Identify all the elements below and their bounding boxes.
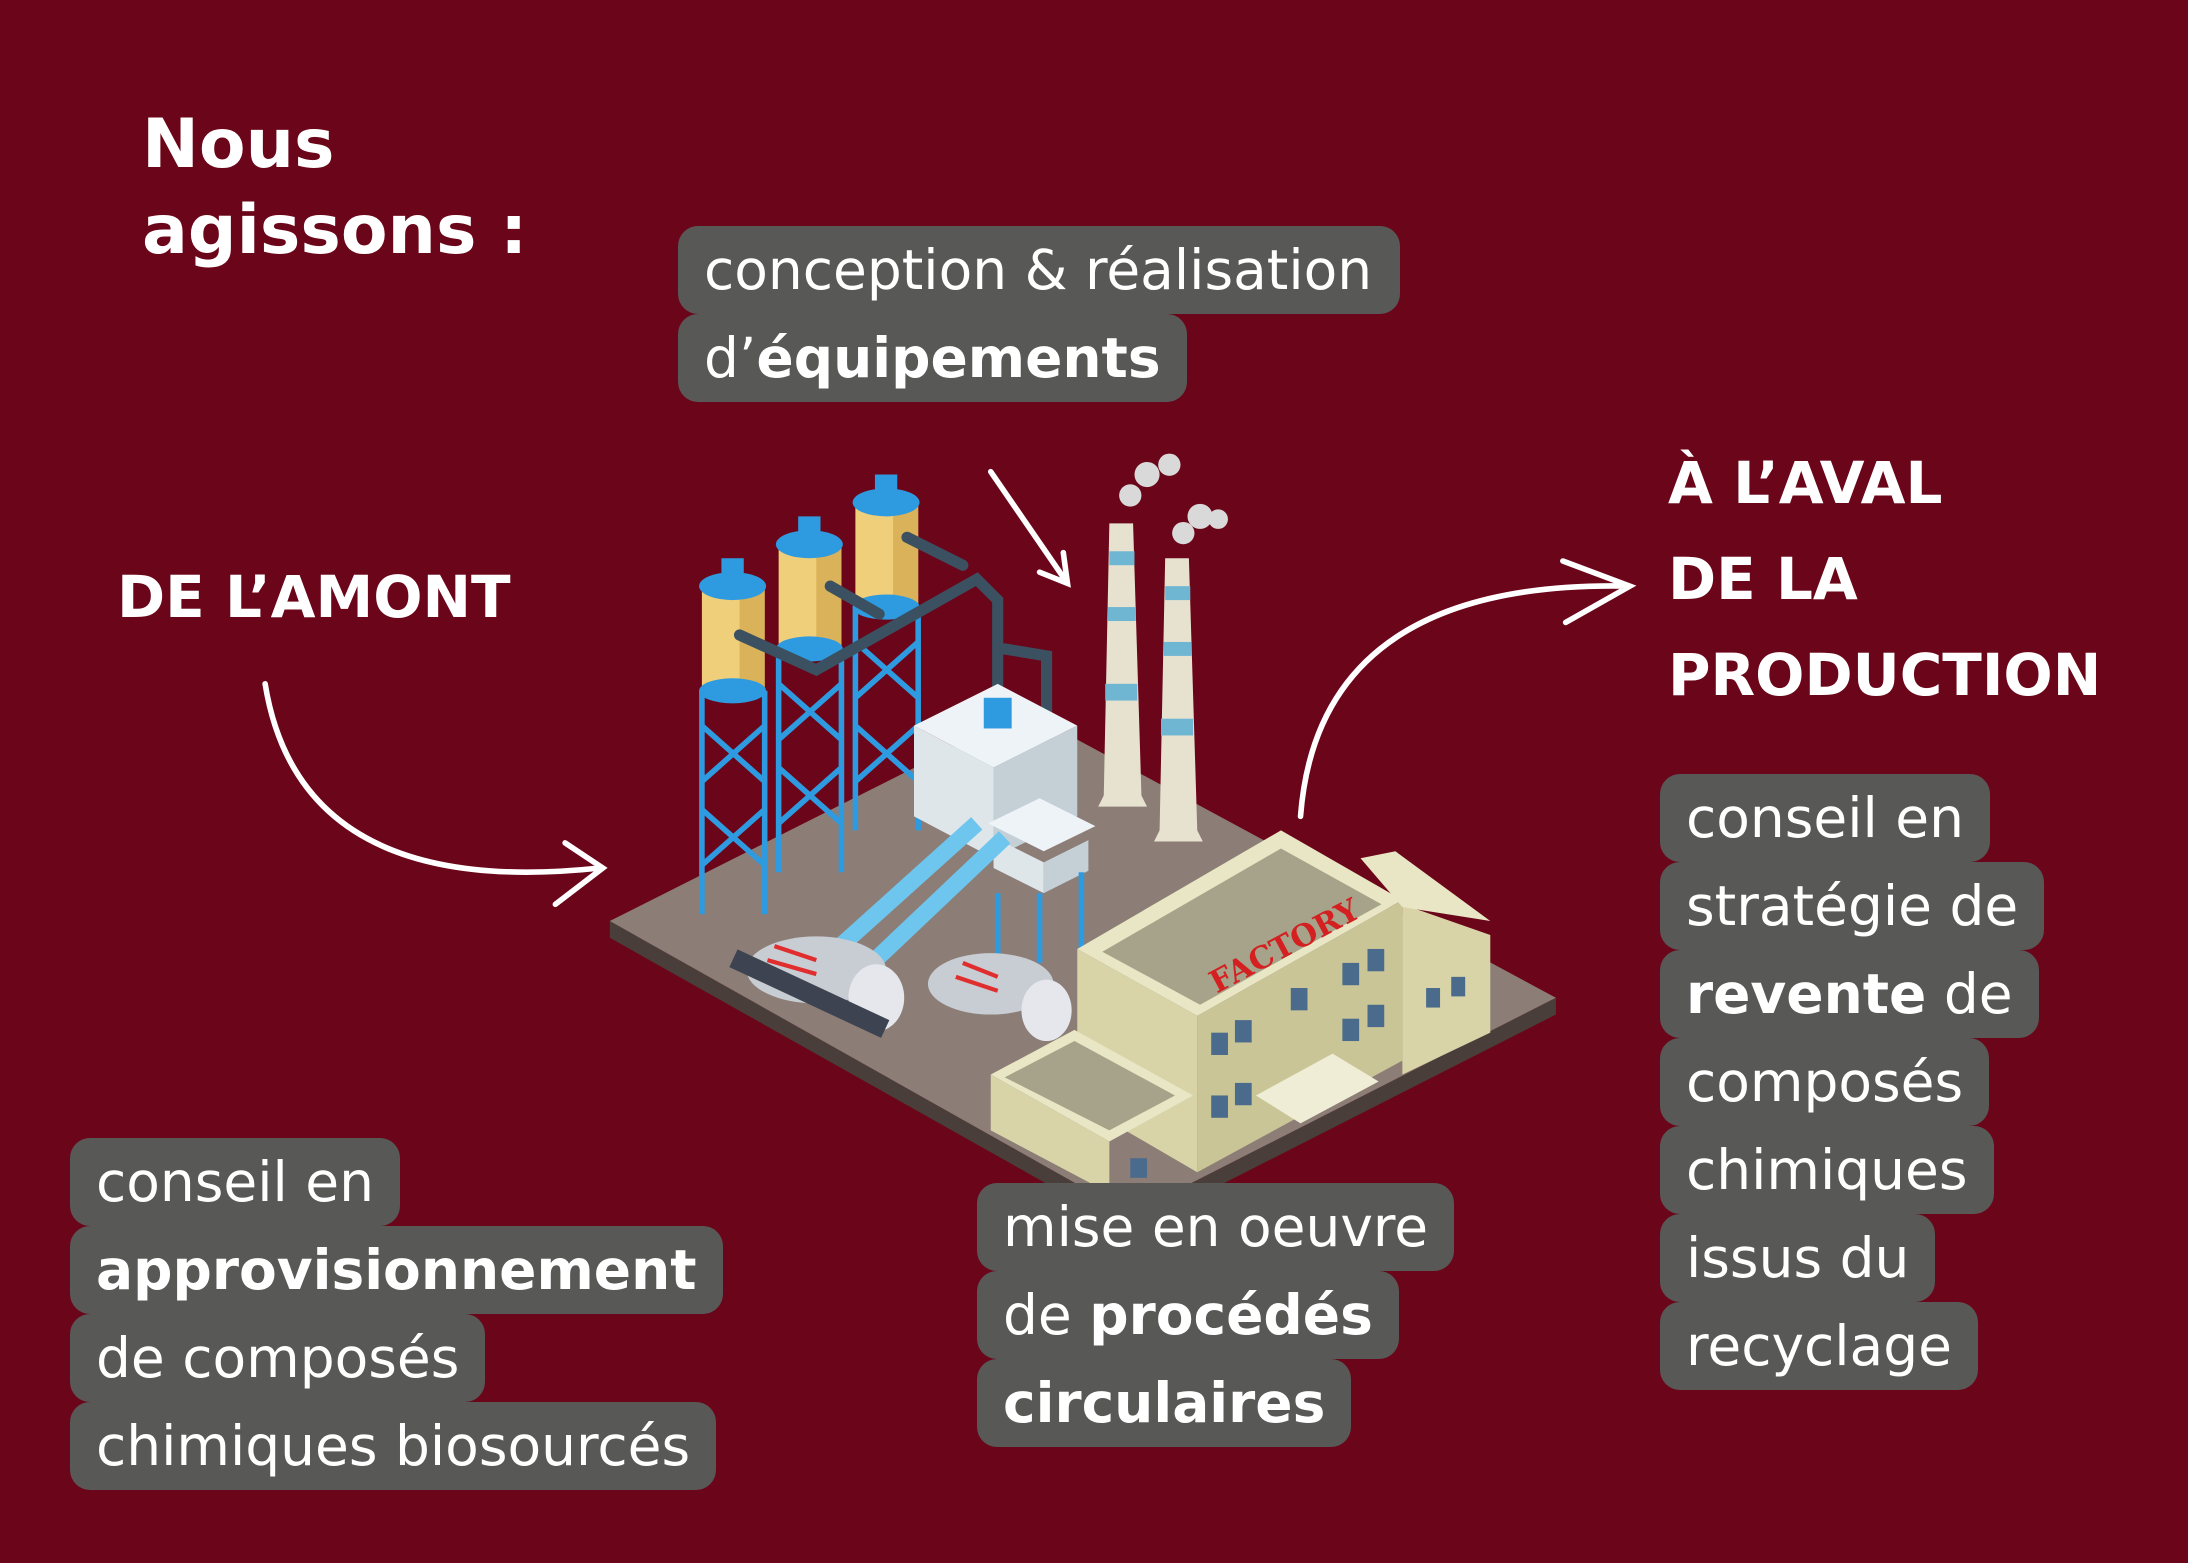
box-line: composés: [1660, 1038, 1990, 1126]
text: de: [1003, 1283, 1090, 1347]
box-line: issus du: [1660, 1214, 1936, 1302]
bold-text: revente: [1686, 962, 1927, 1026]
resale-box: conseil en stratégie de revente de compo…: [1660, 774, 2045, 1390]
heading-line: Nous: [142, 105, 335, 184]
box-line: circulaires: [977, 1359, 1352, 1447]
box-line: de procédés: [977, 1271, 1399, 1359]
box-line: chimiques biosourcés: [70, 1402, 717, 1490]
silos: [699, 474, 1053, 915]
arrow-equipment: [987, 468, 1071, 588]
text: d’: [704, 326, 757, 390]
box-line: approvisionnement: [70, 1226, 723, 1314]
box-line: recyclage: [1660, 1302, 1979, 1390]
chimneys: [1098, 453, 1228, 842]
box-line: conseil en: [70, 1138, 400, 1226]
bold-text: équipements: [756, 326, 1161, 390]
equipment-box: conception & réalisation d’équipements: [678, 226, 1401, 402]
heading-line: agissons :: [142, 191, 528, 270]
page-heading: Nous agissons :: [142, 102, 527, 274]
arrow-downstream: [1297, 558, 1637, 820]
box-line: revente de: [1660, 950, 2039, 1038]
box-line: stratégie de: [1660, 862, 2045, 950]
control-building: [831, 683, 1096, 969]
text: de: [1926, 962, 2013, 1026]
factory-building: FACTORY: [990, 830, 1491, 1194]
arrows: [262, 468, 1637, 908]
box-line: chimiques: [1660, 1126, 1994, 1214]
box-line: conception & réalisation: [678, 226, 1401, 314]
box-line: mise en oeuvre: [977, 1183, 1455, 1271]
supply-box: conseil en approvisionnement de composés…: [70, 1138, 723, 1490]
downstream-line: À L’AVAL: [1668, 449, 1943, 517]
bold-text: approvisionnement: [96, 1238, 697, 1302]
box-line: de composés: [70, 1314, 486, 1402]
downstream-label: À L’AVAL DE LA PRODUCTION: [1668, 435, 2101, 723]
process-box: mise en oeuvre de procédés circulaires: [977, 1183, 1455, 1447]
upstream-label: DE L’AMONT: [117, 563, 511, 631]
bold-text: procédés: [1089, 1283, 1373, 1347]
tanker-trucks: [729, 936, 1072, 1042]
box-line: d’équipements: [678, 314, 1187, 402]
downstream-line: DE LA: [1668, 545, 1858, 613]
box-line: conseil en: [1660, 774, 1990, 862]
arrow-upstream: [262, 681, 608, 908]
bold-text: circulaires: [1003, 1371, 1326, 1435]
downstream-line: PRODUCTION: [1668, 641, 2102, 709]
